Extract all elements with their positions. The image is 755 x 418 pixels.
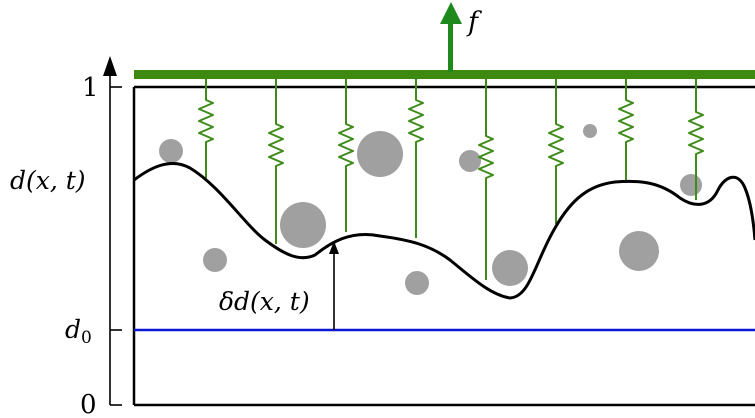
depth-label: d(x, t) [10,166,86,195]
particle [159,139,183,163]
particles [159,124,702,295]
particle [357,131,403,177]
axis-arrow-head [103,56,117,76]
particle [405,271,429,295]
spring [618,79,634,182]
fluctuation-arrow [329,241,339,330]
spring [478,79,494,280]
tick-top-label: 1 [82,73,99,103]
spring [198,79,214,178]
fluctuation-arrow-head [329,241,339,254]
domain-box [132,85,755,407]
tick-bottom-label: 0 [80,390,97,418]
springs [198,79,704,280]
vertical-axis [103,56,122,406]
spring [268,79,284,244]
spring [408,79,424,238]
reference-label-main: d [65,315,81,344]
particle [680,174,702,196]
force-label: f [466,7,482,38]
force-arrow-head [440,2,462,24]
spring [548,79,564,224]
spring [688,79,704,200]
particle [459,150,481,172]
particle [203,248,227,272]
top-plate [134,70,755,79]
reference-label-sub: 0 [81,328,92,348]
interface-curve [133,162,755,300]
particle [583,124,597,138]
spring [338,79,354,232]
force-arrow [440,2,462,72]
particle [492,250,528,286]
fluctuation-label: δd(x, t) [219,287,310,316]
particle [280,202,326,248]
force-arrow-shaft [448,22,453,72]
particle [619,231,659,271]
reference-label: d0 [65,315,92,348]
